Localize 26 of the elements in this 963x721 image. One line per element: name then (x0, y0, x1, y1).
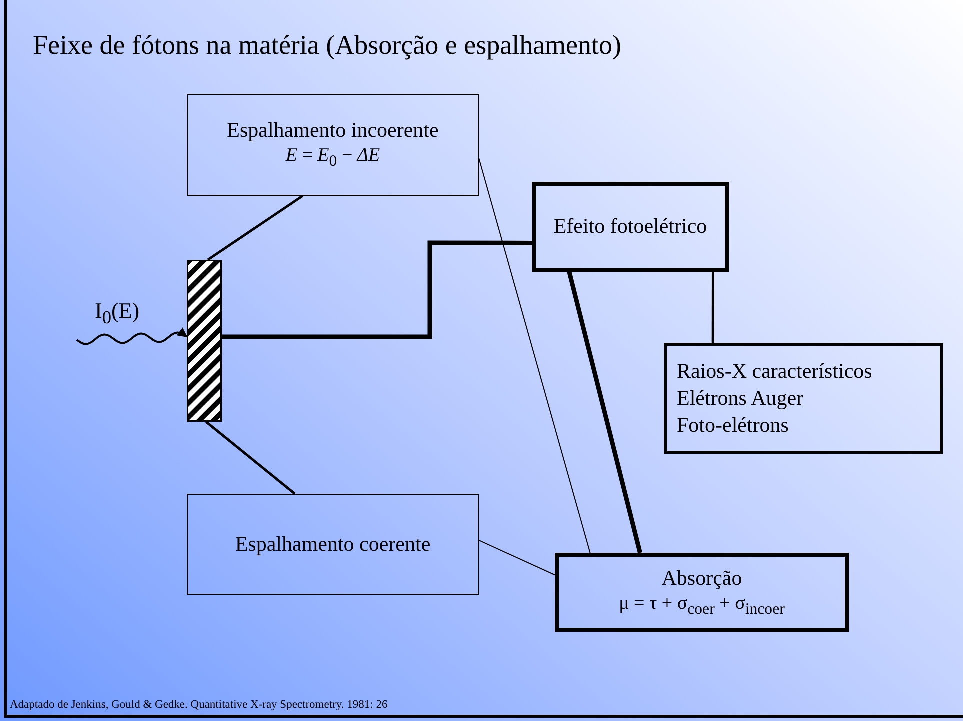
slide-title: Feixe de fótons na matéria (Absorção e espalhamento) (33, 30, 622, 61)
connector-line (222, 240, 532, 340)
connector-line (478, 540, 556, 576)
process-box (532, 182, 729, 272)
source-note: Adaptado de Jenkins, Gould & Gedke. Quantitative X-ray Spectrometry. 1981: 26 (10, 699, 388, 711)
connector-line (567, 271, 642, 554)
connector-line (207, 194, 304, 262)
node-label: Espalhamento incoerente (227, 117, 439, 144)
process-box (187, 494, 479, 595)
node-label: Foto-elétrons (677, 412, 789, 440)
connector-line (205, 421, 296, 495)
node-label: Elétrons Auger (677, 384, 804, 412)
process-box (187, 94, 479, 196)
result-box (555, 553, 849, 632)
node-label: Efeito fotoelétrico (554, 213, 708, 240)
connector-line (712, 272, 714, 343)
node-label: Espalhamento coerente (235, 530, 431, 558)
formula: E = E$_{0}$ − ΔE (286, 144, 380, 172)
sample-bar (187, 260, 222, 422)
formula: μ = τ + σ$_{coer}$ + σ$_{incoer}$ (619, 592, 785, 620)
edge-label: I$_{0}$(E) (95, 298, 140, 328)
product-box (664, 343, 943, 454)
node-label: Raios-X característicos (677, 358, 872, 385)
wavy-arrow (76, 328, 188, 346)
connector-line (478, 158, 591, 554)
node-label: Absorção (662, 564, 742, 592)
